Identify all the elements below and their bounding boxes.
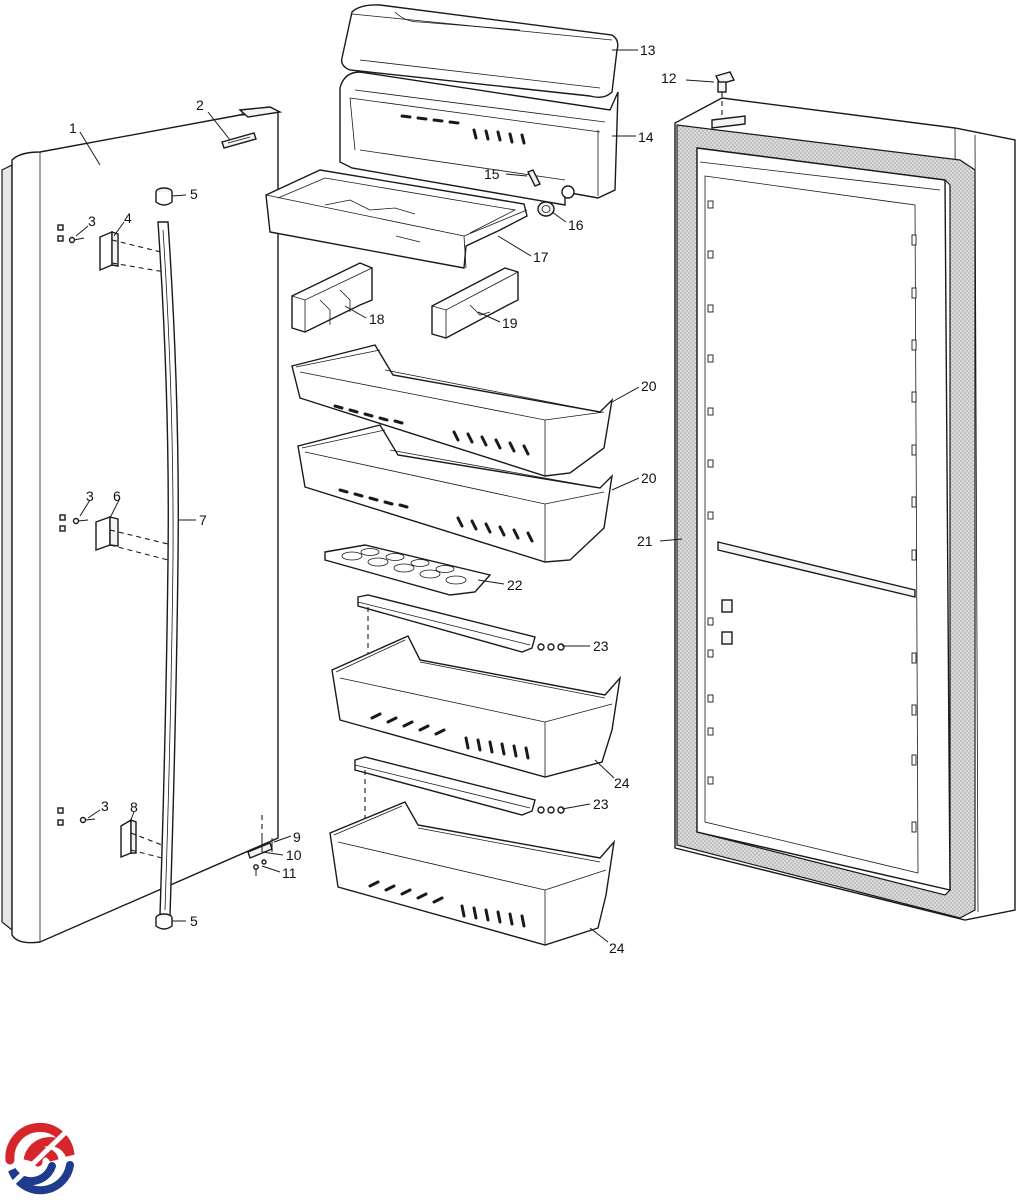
door-inner-liner — [674, 97, 1016, 921]
callout-8: 8 — [130, 799, 138, 815]
callout-16: 16 — [568, 217, 584, 233]
shelf-guard-lower — [354, 756, 565, 849]
dairy-compartment-lid — [340, 4, 619, 99]
callout-11: 11 — [282, 865, 297, 881]
handle-bracket-bottom — [120, 818, 137, 859]
hinge-screws-bottom — [57, 807, 96, 826]
callout-18: 18 — [369, 311, 385, 327]
door-shelf-lower — [297, 424, 614, 563]
shelf-guard-upper — [357, 594, 565, 674]
bin-grille-lower — [368, 880, 526, 928]
callout-3-top: 3 — [88, 213, 96, 229]
callout-1: 1 — [69, 120, 77, 136]
callout-12: 12 — [661, 70, 677, 86]
handle-end-cap-bottom — [155, 913, 173, 930]
door-shelf-upper — [291, 344, 614, 477]
door-badge — [221, 132, 257, 149]
callout-15: 15 — [484, 166, 500, 182]
callout-5-bottom: 5 — [190, 913, 198, 929]
control-knob — [537, 201, 555, 217]
upper-hinge-pin — [714, 71, 736, 118]
callout-24-lower: 24 — [609, 940, 625, 956]
callout-13: 13 — [640, 42, 656, 58]
callout-3-middle: 3 — [86, 488, 94, 504]
hinge-pin — [527, 169, 541, 187]
callout-5-top: 5 — [190, 186, 198, 202]
shelf-support-right — [431, 267, 519, 339]
shelf-grille-upper — [333, 404, 530, 456]
callout-10: 10 — [286, 847, 302, 863]
door-outer-panel — [1, 106, 283, 944]
callout-20-lower: 20 — [641, 470, 657, 486]
hinge-screws-mid — [59, 514, 89, 532]
callout-labels: 1 2 3 4 5 3 6 7 3 8 9 10 11 5 13 14 15 1… — [69, 42, 677, 956]
shelf-grille-lower — [338, 488, 534, 543]
bin-grille-upper — [370, 712, 530, 760]
housing-vent-slots — [400, 114, 526, 145]
callout-9: 9 — [293, 829, 301, 845]
callout-20-upper: 20 — [641, 378, 657, 394]
dairy-compartment-housing — [339, 71, 619, 206]
callout-23-upper: 23 — [593, 638, 609, 654]
liner-shelf-holes — [707, 200, 917, 833]
assembly-dashed-lines — [109, 239, 169, 859]
door-bin-lower — [329, 801, 616, 946]
handle-bracket-middle — [95, 516, 119, 551]
egg-tray — [324, 544, 492, 596]
callout-17: 17 — [533, 249, 549, 265]
callout-23-lower: 23 — [593, 796, 609, 812]
callout-21: 21 — [637, 533, 653, 549]
callout-19: 19 — [502, 315, 518, 331]
hinge-screws-top — [57, 224, 85, 244]
callout-7: 7 — [199, 512, 207, 528]
callout-24-upper: 24 — [614, 775, 630, 791]
swirl-logo-icon — [2, 1122, 78, 1198]
callout-14: 14 — [638, 129, 654, 145]
callout-leader-lines — [75, 49, 715, 943]
callout-3-bottom: 3 — [101, 798, 109, 814]
upper-drawer — [265, 169, 528, 269]
callout-22: 22 — [507, 577, 523, 593]
shelf-support-left — [291, 262, 373, 333]
lower-hinge-parts — [247, 815, 273, 876]
handle-end-cap-top — [155, 187, 173, 206]
handle-bracket-top — [99, 230, 119, 272]
callout-2: 2 — [196, 97, 204, 113]
door-bin-upper — [331, 635, 622, 778]
callout-4: 4 — [124, 210, 132, 226]
callout-6: 6 — [113, 488, 121, 504]
